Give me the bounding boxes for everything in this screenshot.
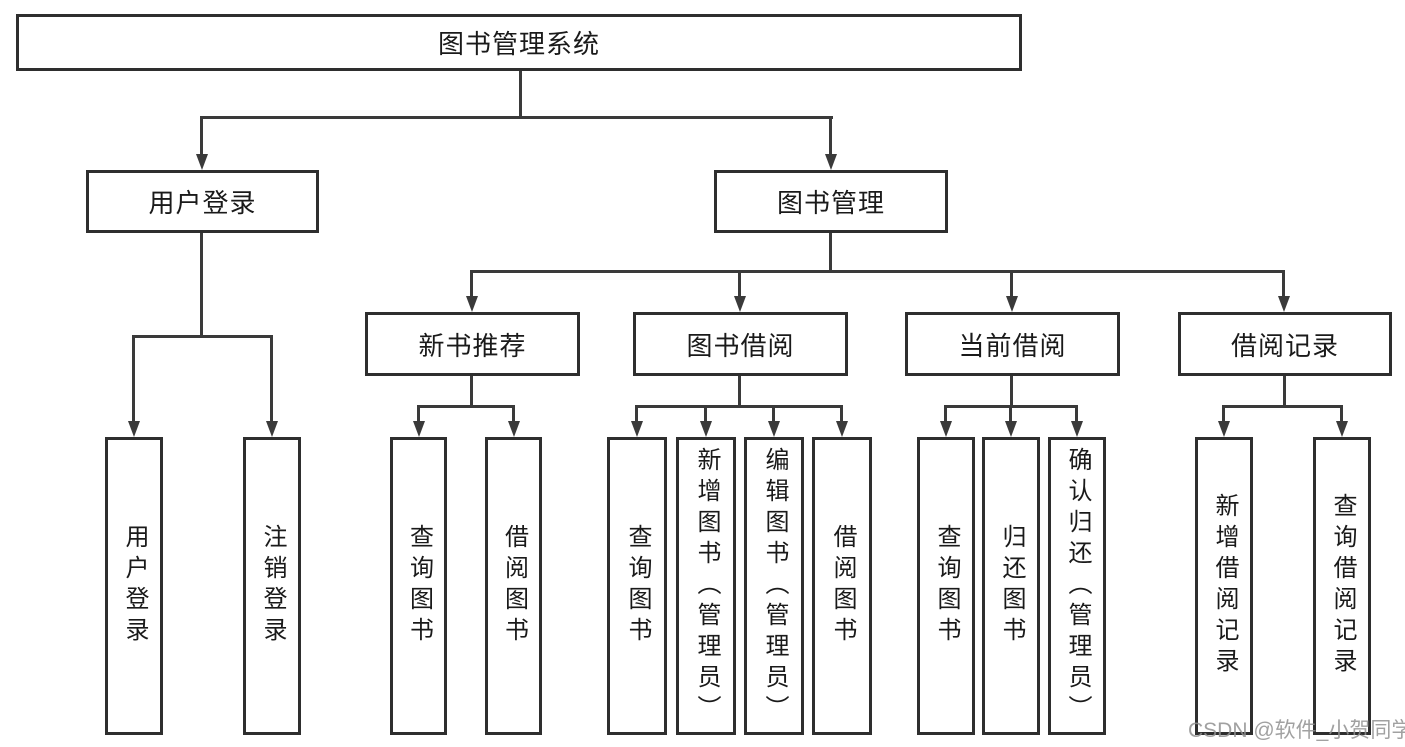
leaf-newrec-borrow-books-label: 借阅图书 [500,524,528,648]
arrow-down-icon [940,421,952,437]
leaf-borrow-query-books: 查询图书 [607,437,667,735]
connector-stem-book-borrow [738,270,741,300]
connector-root-split [201,116,833,119]
node-new-rec-label: 新书推荐 [418,330,527,361]
node-user-login-label: 用户登录 [148,188,257,218]
arrow-down-icon [128,421,140,437]
node-root: 图书管理系统 [16,14,1022,71]
arrow-down-icon [768,421,780,437]
arrow-down-icon [196,154,208,170]
csdn-watermark: CSDN @软件_小贺同学 [1188,719,1405,742]
connector-stem-leaf [635,405,638,425]
connector-stem-leaf [840,405,843,425]
node-book-mgmt: 图书管理 [714,170,948,233]
leaf-records-add-record: 新增借阅记录 [1195,437,1253,735]
leaf-borrow-add-books-label: 新增图书（管理员） [693,446,720,726]
leaf-records-query-record: 查询借阅记录 [1313,437,1371,735]
connector-cur-borrow-trunk [1010,376,1013,405]
connector-stem-leaf [417,405,420,425]
connector-book-mgmt-trunk [829,233,832,272]
connector-cur-borrow-split [946,405,1078,408]
connector-records-trunk [1283,376,1286,405]
arrow-down-icon [825,154,837,170]
arrow-down-icon [700,421,712,437]
arrow-down-icon [1005,421,1017,437]
leaf-current-return-books: 归还图书 [982,437,1040,735]
connector-stem-leaf [772,405,775,425]
leaf-borrow-borrow-books: 借阅图书 [812,437,872,735]
leaf-newrec-borrow-books: 借阅图书 [485,437,542,735]
leaf-current-query-books: 查询图书 [917,437,975,735]
connector-stem-cur-borrow [1010,270,1013,300]
connector-book-borrow-split [637,405,843,408]
leaf-current-confirm-return-label: 确认归还（管理员） [1064,446,1091,726]
leaf-current-query-books-label: 查询图书 [933,524,960,648]
connector-stem-user-login [200,116,203,156]
node-cur-borrow: 当前借阅 [905,312,1120,376]
connector-stem-leaf [1340,405,1343,425]
leaf-newrec-query-books-label: 查询图书 [405,524,433,648]
leaf-logout-label: 注销登录 [259,524,286,648]
connector-root-trunk [519,70,522,116]
connector-new-rec-split [418,405,515,408]
node-user-login: 用户登录 [86,170,319,233]
connector-stem-new-rec [470,270,473,300]
node-records-label: 借阅记录 [1230,330,1339,361]
connector-user-login-trunk [200,233,203,335]
arrow-down-icon [1218,421,1230,437]
connector-book-borrow-trunk [738,376,741,405]
leaf-borrow-query-books-label: 查询图书 [624,524,651,648]
connector-book-mgmt-split [471,270,1285,273]
leaf-borrow-add-books: 新增图书（管理员） [676,437,736,735]
node-records: 借阅记录 [1178,312,1392,376]
connector-records-split [1224,405,1343,408]
leaf-current-confirm-return: 确认归还（管理员） [1048,437,1106,735]
leaf-borrow-borrow-books-label: 借阅图书 [829,524,856,648]
node-cur-borrow-label: 当前借阅 [958,330,1067,361]
connector-stem-leaf [1222,405,1225,425]
arrow-down-icon [631,421,643,437]
node-new-rec: 新书推荐 [365,312,580,376]
leaf-borrow-edit-books: 编辑图书（管理员） [744,437,804,735]
arrow-down-icon [734,296,746,312]
connector-stem-book-mgmt [829,116,832,156]
connector-stem-leaf [1075,405,1078,425]
connector-user-login-split [133,335,273,338]
connector-new-rec-trunk [470,376,473,405]
leaf-records-add-record-label: 新增借阅记录 [1211,493,1238,679]
leaf-user-login: 用户登录 [105,437,163,735]
node-book-borrow: 图书借阅 [633,312,848,376]
node-book-borrow-label: 图书借阅 [686,330,795,361]
leaf-user-login-label: 用户登录 [121,524,148,648]
arrow-down-icon [1278,296,1290,312]
arrow-down-icon [508,421,520,437]
connector-stem-leaf [704,405,707,425]
arrow-down-icon [1006,296,1018,312]
connector-stem-leaf [944,405,947,425]
leaf-borrow-edit-books-label: 编辑图书（管理员） [761,446,788,726]
arrow-down-icon [266,421,278,437]
arrow-down-icon [1336,421,1348,437]
arrow-down-icon [836,421,848,437]
node-book-mgmt-label: 图书管理 [776,188,885,218]
arrow-down-icon [1071,421,1083,437]
connector-stem-leaf [1009,405,1012,425]
arrow-down-icon [466,296,478,312]
leaf-logout: 注销登录 [243,437,301,735]
leaf-newrec-query-books: 查询图书 [390,437,447,735]
connector-stem-records [1282,270,1285,300]
leaf-current-return-books-label: 归还图书 [998,524,1025,648]
connector-stem-leaf [512,405,515,425]
arrow-down-icon [413,421,425,437]
node-root-label: 图书管理系统 [437,29,600,59]
leaf-records-query-record-label: 查询借阅记录 [1329,493,1356,679]
connector-stem-leaf [270,335,273,423]
connector-stem-leaf [132,335,135,423]
